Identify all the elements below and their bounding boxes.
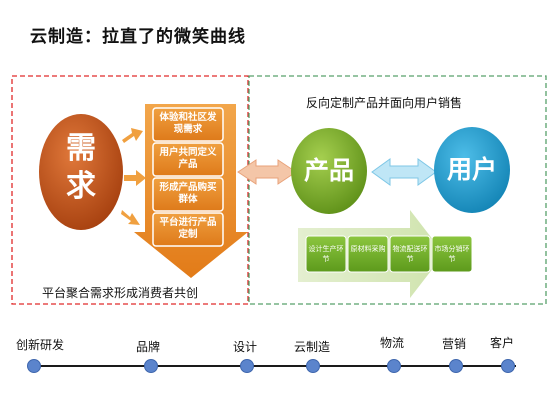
product-circle-label: 产品 (303, 156, 354, 185)
user-circle-label: 用户 (446, 155, 497, 184)
timeline-label-research: 创新研发 (16, 338, 65, 352)
demand-char-2: 求 (66, 169, 96, 204)
step-boxes (152, 107, 224, 247)
chain-label-1: 设计生产环节 (308, 245, 344, 263)
demand-arrows (121, 128, 146, 225)
step-label-3: 形成产品购买群体 (159, 182, 217, 205)
demand-circle-label: 需 求 (55, 130, 107, 206)
timeline-dots (27, 359, 515, 373)
right-box-caption: 反向定制产品并面向用户销售 (306, 96, 463, 110)
step-label-1: 体验和社区发现需求 (159, 112, 217, 135)
chain-boxes (305, 235, 473, 273)
product-circle (291, 128, 367, 214)
right-dashed-box (248, 75, 547, 305)
timeline-label-logistics: 物流 (380, 336, 405, 350)
step-label-2: 用户共同定义产品 (159, 147, 217, 170)
chain-label-3: 物流配送环节 (392, 245, 428, 263)
timeline-label-marketing: 营销 (442, 337, 467, 351)
page-title: 云制造：拉直了的微笑曲线 (30, 27, 246, 47)
timeline-label-brand: 品牌 (136, 340, 161, 354)
timeline-label-design: 设计 (233, 340, 258, 354)
product-user-double-arrow (371, 158, 437, 186)
chain-label-4: 市场分销环节 (434, 245, 470, 263)
timeline-label-cloud-manufacturing: 云制造 (294, 340, 331, 354)
demand-char-1: 需 (66, 131, 96, 166)
link-double-arrow (237, 159, 297, 185)
left-box-caption: 平台聚合需求形成消费者共创 (42, 286, 199, 300)
user-circle (434, 127, 510, 213)
chain-label-2: 原材料采购 (350, 245, 386, 253)
timeline-label-customer: 客户 (490, 336, 515, 350)
demand-circle (39, 114, 123, 230)
step-label-4: 平台进行产品定制 (159, 217, 217, 240)
